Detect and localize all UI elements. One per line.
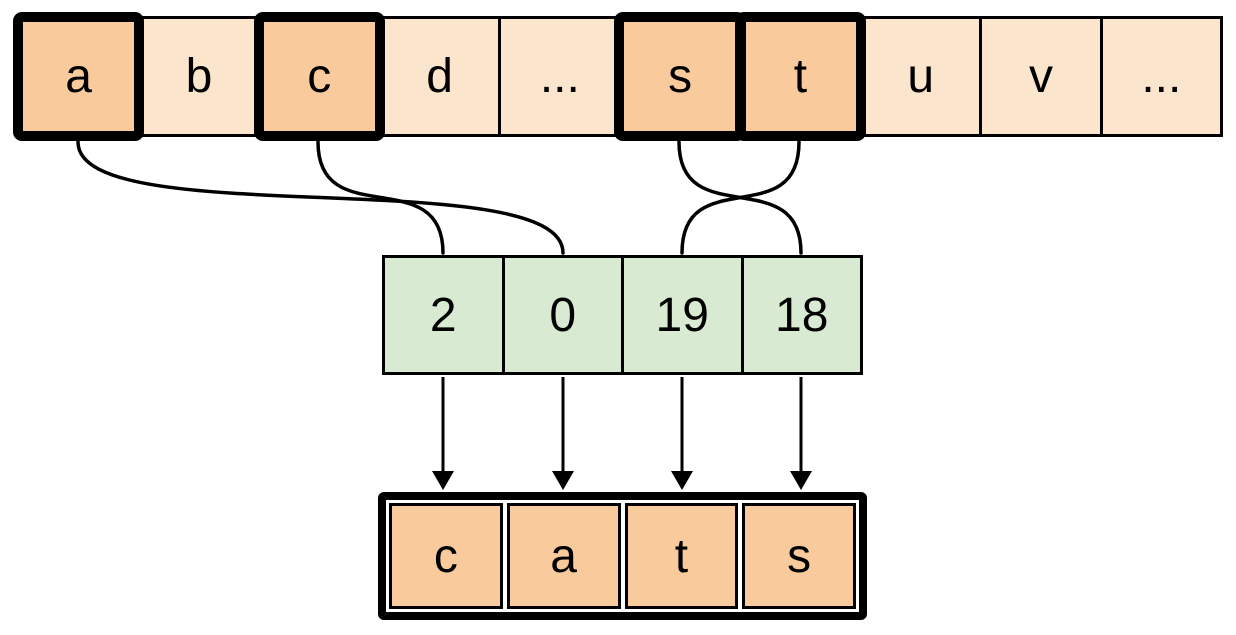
alphabet-cell-ellipsis-2: ... bbox=[1099, 19, 1220, 134]
alphabet-cell-b: b bbox=[137, 19, 258, 134]
output-cell-label: c bbox=[433, 529, 458, 583]
index-cell-label: 18 bbox=[775, 288, 829, 342]
index-cell-label: 0 bbox=[549, 288, 577, 342]
output-word-array: c a t s bbox=[378, 492, 867, 620]
alphabet-cell-a: a bbox=[12, 12, 145, 141]
output-cell-a: a bbox=[506, 503, 621, 609]
alphabet-cell-label: ... bbox=[539, 50, 580, 103]
output-cell-label: a bbox=[550, 529, 577, 583]
alphabet-cell-label: s bbox=[668, 50, 693, 103]
output-cell-c: c bbox=[389, 503, 503, 609]
index-cell-2: 2 bbox=[385, 258, 502, 372]
connector-a-to-0-curve bbox=[76, 140, 565, 255]
alphabet-cell-label: ... bbox=[1141, 50, 1182, 103]
index-cell-18: 18 bbox=[740, 258, 860, 372]
index-cell-label: 2 bbox=[429, 288, 457, 342]
arrow-down-head-icon bbox=[552, 471, 574, 490]
output-cell-label: t bbox=[674, 529, 689, 583]
arrow-down-head-icon bbox=[432, 471, 454, 490]
output-cell-t: t bbox=[624, 503, 739, 609]
alphabet-cell-label: t bbox=[793, 50, 808, 103]
alphabet-cell-v: v bbox=[979, 19, 1100, 134]
output-cell-label: s bbox=[787, 529, 812, 583]
connector-t-to-19-curve bbox=[680, 140, 801, 255]
alphabet-cell-label: v bbox=[1029, 50, 1054, 103]
index-cell-label: 19 bbox=[655, 288, 709, 342]
index-cell-0: 0 bbox=[501, 258, 621, 372]
connector-s-to-18-curve bbox=[677, 140, 803, 255]
output-cell-s: s bbox=[742, 503, 856, 609]
connector-c-to-2-curve bbox=[316, 140, 445, 255]
alphabet-cell-ellipsis-1: ... bbox=[498, 19, 619, 134]
alphabet-cell-s: s bbox=[614, 12, 747, 141]
alphabet-cell-label: u bbox=[907, 50, 935, 103]
alphabet-cell-t: t bbox=[734, 12, 867, 141]
alphabet-array: a b c d ... s t u v ... bbox=[12, 12, 1223, 141]
alphabet-cell-label: a bbox=[65, 50, 92, 103]
alphabet-cell-c: c bbox=[253, 12, 386, 141]
index-array: 2 0 19 18 bbox=[382, 255, 863, 375]
alphabet-cell-d: d bbox=[377, 19, 499, 134]
arrow-down-head-icon bbox=[790, 471, 812, 490]
alphabet-cell-label: d bbox=[426, 50, 453, 103]
alphabet-cell-label: b bbox=[185, 50, 213, 103]
alphabet-cell-label: c bbox=[307, 50, 332, 103]
alphabet-cell-u: u bbox=[859, 19, 980, 134]
index-cell-19: 19 bbox=[621, 258, 741, 372]
arrow-down-head-icon bbox=[671, 471, 693, 490]
